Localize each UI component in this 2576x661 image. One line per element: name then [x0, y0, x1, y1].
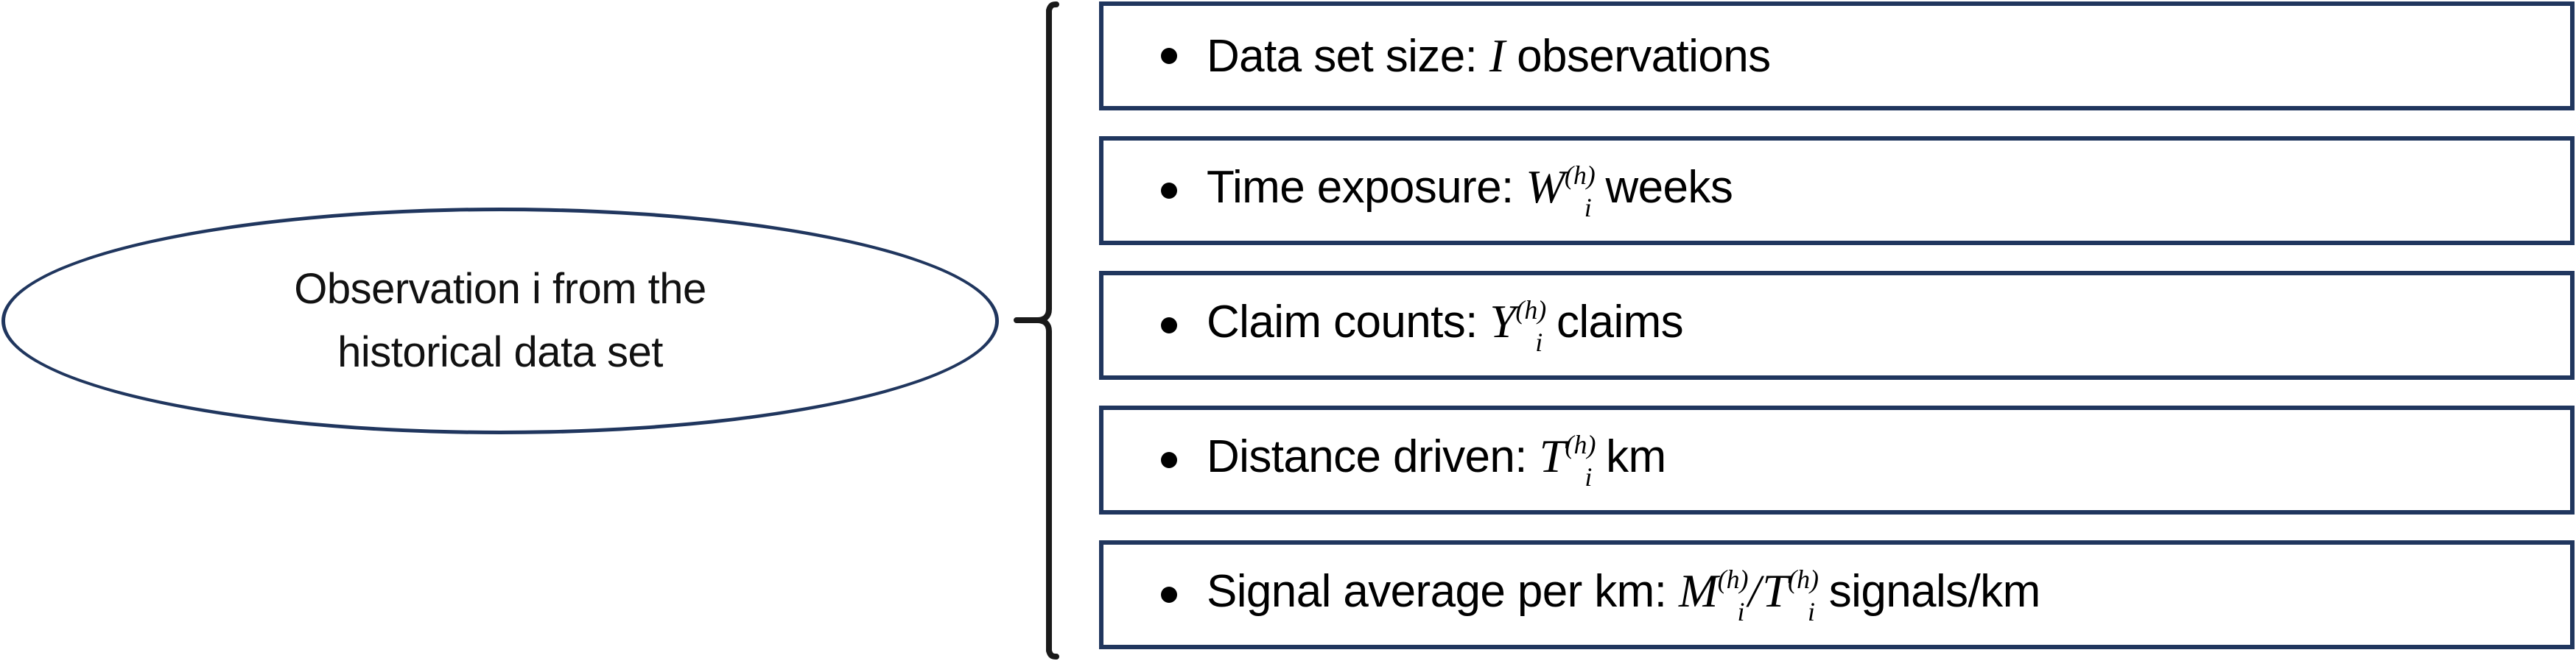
- attribute-label: Signal average per km:: [1207, 566, 1667, 618]
- curly-brace-icon: [1014, 1, 1059, 660]
- attribute-text: Data set size: I observations: [1207, 32, 2570, 79]
- math-symbol-superscript: (h): [1717, 565, 1749, 595]
- math-symbol-superscript: (h): [1515, 295, 1547, 325]
- bullet-icon: [1161, 587, 1177, 603]
- attribute-box-data-set-size[interactable]: Data set size: I observations: [1099, 1, 2575, 110]
- bullet-icon: [1161, 317, 1177, 333]
- math-symbol-superscript: (h): [1564, 160, 1596, 191]
- math-symbol-base: W: [1526, 160, 1565, 213]
- attribute-box-distance-driven[interactable]: Distance driven: T(h)i km: [1099, 406, 2575, 515]
- attribute-unit: claims: [1556, 297, 1684, 348]
- ellipse-label: Observation i from the historical data s…: [1, 208, 999, 434]
- math-symbol-subscript: i: [1584, 193, 1592, 223]
- attribute-label: Time exposure:: [1207, 162, 1514, 213]
- attribute-label: Distance driven:: [1207, 431, 1528, 483]
- attribute-text: Signal average per km: M(h)i/T(h)i signa…: [1207, 565, 2570, 625]
- math-symbol2-subscript: i: [1807, 597, 1815, 627]
- attribute-unit: signals/km: [1828, 566, 2040, 618]
- attribute-unit: km: [1606, 431, 1666, 483]
- math-divider: /: [1748, 567, 1761, 618]
- math-symbol-base: M: [1679, 565, 1718, 618]
- math-symbol-base: Y: [1489, 295, 1516, 348]
- ellipse-label-line-2: historical data set: [337, 328, 663, 376]
- math-symbol-superscript: (h): [1565, 430, 1596, 460]
- attribute-text: Claim counts: Y(h)i claims: [1207, 295, 2570, 356]
- ellipse-label-line-1: Observation i from the: [294, 265, 706, 314]
- math-symbol-subscript: i: [1737, 597, 1745, 627]
- ellipse-outline: [1, 208, 999, 434]
- curly-brace-connector: [1008, 0, 1061, 661]
- math-symbol2-superscript: (h): [1788, 565, 1819, 595]
- attribute-label: Claim counts:: [1207, 297, 1478, 348]
- attribute-text: Time exposure: W(h)i weeks: [1207, 160, 2570, 221]
- attribute-label: Data set size:: [1207, 31, 1478, 82]
- bullet-icon: [1161, 452, 1177, 468]
- math-symbol2-base: T: [1762, 565, 1789, 618]
- attribute-box-claim-counts[interactable]: Claim counts: Y(h)i claims: [1099, 271, 2575, 380]
- attribute-unit: observations: [1517, 31, 1771, 82]
- math-symbol-base: T: [1539, 430, 1566, 483]
- attribute-unit: weeks: [1605, 162, 1733, 213]
- attribute-box-time-exposure[interactable]: Time exposure: W(h)i weeks: [1099, 136, 2575, 245]
- math-symbol-subscript: i: [1535, 328, 1543, 358]
- source-node-ellipse: Observation i from the historical data s…: [1, 208, 999, 434]
- bullet-icon: [1161, 48, 1177, 64]
- attribute-box-signal-average[interactable]: Signal average per km: M(h)i/T(h)i signa…: [1099, 540, 2575, 649]
- math-symbol-subscript: i: [1584, 462, 1593, 492]
- bullet-icon: [1161, 183, 1177, 199]
- math-symbol-base: I: [1489, 29, 1505, 82]
- attribute-text: Distance driven: T(h)i km: [1207, 430, 2570, 490]
